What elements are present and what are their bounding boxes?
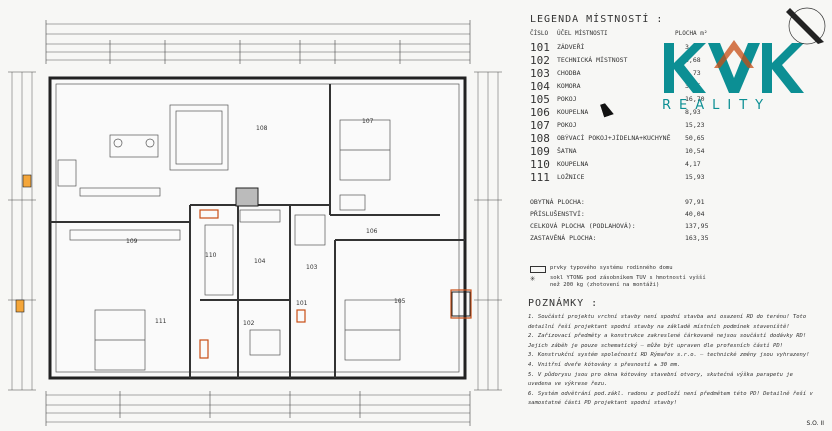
- key-ytong-line2: než 200 kg (zhotovení na montáži): [550, 282, 660, 288]
- legend-row-106: 106 KOUPELNA 8,93: [530, 106, 701, 119]
- key-asterisk-icon: ✳: [530, 274, 536, 284]
- legend-row-105: 105 POKOJ 16,70: [530, 93, 705, 106]
- legend-title: LEGENDA MÍSTNOSTÍ :: [530, 14, 664, 25]
- room-number: 109: [530, 145, 550, 158]
- room-number: 111: [530, 171, 550, 184]
- room-area: 15,23: [685, 121, 705, 129]
- room-name: ŠATNA: [557, 147, 577, 155]
- sum-value: 137,95: [685, 222, 709, 230]
- legend-row-102: 102 TECHNICKÁ MÍSTNOST 3,68: [530, 54, 701, 67]
- room-label-107: 107: [362, 118, 374, 125]
- note-line: 5. V půdorysu jsou pro okna kótovány sta…: [528, 371, 793, 378]
- note-line: Jejich záběh je pouze schematický – může…: [528, 342, 783, 349]
- room-label-110: 110: [205, 252, 217, 259]
- legend-sum-row: OBYTNÁ PLOCHA: 97,91: [530, 198, 705, 209]
- room-number: 104: [530, 80, 550, 93]
- legend-col-area: PLOCHA m²: [675, 30, 708, 37]
- key-rectangle-icon: [530, 266, 546, 273]
- note-line: 1. Součástí projektu vrchní stavby není …: [528, 314, 807, 320]
- room-label-106: 106: [366, 228, 378, 235]
- sum-value: 40,04: [685, 210, 705, 218]
- room-name: ZÁDVEŘÍ: [557, 43, 585, 51]
- room-name: POKOJ: [557, 121, 577, 129]
- room-name: LOŽNICE: [557, 173, 585, 181]
- note-line: 3. Konstrukční systém společnosti RD Rým…: [528, 352, 810, 359]
- room-name: KOUPELNA: [557, 108, 589, 116]
- room-area: 4,17: [685, 160, 701, 168]
- kvk-logo: [664, 40, 804, 93]
- room-label-103: 103: [306, 264, 318, 271]
- legend-row-110: 110 KOUPELNA 4,17: [530, 158, 701, 171]
- room-area: 10,54: [685, 147, 705, 155]
- note-line: samostatné části PD projektant spodní st…: [528, 400, 678, 407]
- room-label-101: 101: [296, 300, 308, 307]
- room-number: 103: [530, 67, 550, 80]
- legend-col-name: ÚČEL MÍSTNOSTI: [557, 30, 608, 37]
- room-label-109: 109: [126, 238, 138, 245]
- note-line: 4. Vnitřní dveře kótovány s přesností ± …: [528, 362, 681, 368]
- room-number: 105: [530, 93, 550, 106]
- legend-col-number: ČÍSLO: [530, 30, 549, 37]
- north-arrow-icon: [786, 7, 826, 45]
- room-name: CHODBA: [557, 69, 581, 77]
- note-line: uvedena ve výkrese řezu.: [528, 381, 608, 388]
- note-line: 2. Zařizovací předměty a konstrukce zakr…: [528, 333, 807, 340]
- key-system-elements: prvky typového systému rodinného domu: [550, 265, 673, 271]
- room-area: 15,93: [685, 173, 705, 181]
- sum-label: OBYTNÁ PLOCHA:: [530, 198, 585, 206]
- page-mark: S.O. II: [806, 420, 824, 427]
- legend-row-103: 103 CHODBA 5,73: [530, 67, 701, 80]
- legend-row-107: 107 POKOJ 15,23: [530, 119, 705, 132]
- room-area: 5,73: [685, 69, 701, 77]
- room-label-104: 104: [254, 258, 266, 265]
- legend-sum-row: CELKOVÁ PLOCHA (PODLAHOVÁ): 137,95: [530, 222, 709, 233]
- room-name: POKOJ: [557, 95, 577, 103]
- note-line: detailní řeší projektant spodní stavby n…: [528, 323, 790, 330]
- sum-value: 163,35: [685, 234, 709, 242]
- room-label-105: 105: [394, 298, 406, 305]
- room-label-111: 111: [155, 318, 167, 325]
- room-area: 3,68: [685, 56, 701, 64]
- room-number: 110: [530, 158, 550, 171]
- floor-plan: [8, 20, 502, 426]
- room-name: KOUPELNA: [557, 160, 589, 168]
- legend-row-108: 108 OBÝVACÍ POKOJ+JÍDELNA+KUCHYNĚ 50,65: [530, 132, 705, 145]
- room-area: 50,65: [685, 134, 705, 142]
- room-name: OBÝVACÍ POKOJ+JÍDELNA+KUCHYNĚ: [557, 134, 671, 142]
- legend-row-109: 109 ŠATNA 10,54: [530, 145, 705, 158]
- legend-row-111: 111 LOŽNICE 15,93: [530, 171, 705, 184]
- sum-label: PŘÍSLUŠENSTVÍ:: [530, 210, 585, 218]
- sum-value: 97,91: [685, 198, 705, 206]
- sum-label: ZASTAVĚNÁ PLOCHA:: [530, 234, 597, 242]
- room-area: 16,70: [685, 95, 705, 103]
- room-number: 107: [530, 119, 550, 132]
- room-number: 106: [530, 106, 550, 119]
- notes-title: POZNÁMKY :: [528, 298, 599, 309]
- room-label-102: 102: [243, 320, 255, 327]
- room-legend: LEGENDA MÍSTNOSTÍ : ČÍSLO ÚČEL MÍSTNOSTI…: [520, 8, 825, 428]
- room-name: KOMORA: [557, 82, 581, 90]
- sum-label: CELKOVÁ PLOCHA (PODLAHOVÁ):: [530, 222, 636, 230]
- room-label-108: 108: [256, 125, 268, 132]
- room-number: 102: [530, 54, 550, 67]
- key-ytong-line1: sokl YTONG pod zásobníkem TUV s hmotnost…: [550, 275, 706, 281]
- room-area: 8,93: [685, 108, 701, 116]
- note-line: 6. Systém odvětrání pod.zákl. radonu z p…: [528, 390, 813, 397]
- room-name: TECHNICKÁ MÍSTNOST: [557, 56, 628, 64]
- room-number: 108: [530, 132, 550, 145]
- legend-sum-row: PŘÍSLUŠENSTVÍ: 40,04: [530, 210, 705, 221]
- legend-sum-row: ZASTAVĚNÁ PLOCHA: 163,35: [530, 234, 709, 245]
- logo-reality-text: REALITY: [662, 98, 772, 113]
- room-number: 101: [530, 41, 550, 54]
